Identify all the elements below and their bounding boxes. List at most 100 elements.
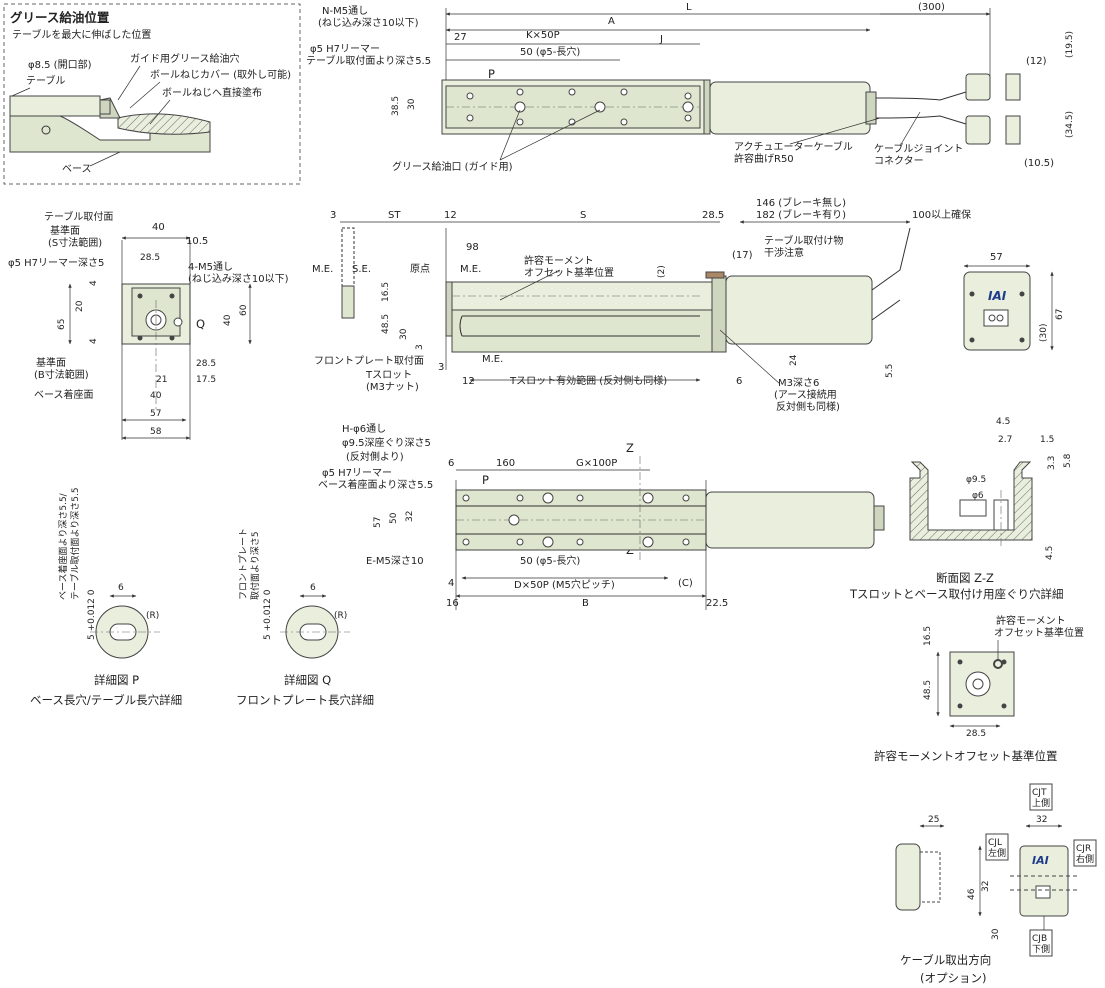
top-dim-slot50: 50 (φ5-長穴) (520, 45, 580, 58)
cjl-box (985, 833, 1009, 861)
side-ME2: M.E. (460, 264, 481, 275)
bottom-dim-16: 16 (446, 598, 459, 609)
side-view: 3 ST 12 S 28.5 146 (ブレーキ無し) 182 (ブレーキ有り)… (312, 196, 971, 413)
end-ref-s-range: (S寸法範囲) (48, 236, 102, 249)
detail-q-note2: 取付面より深さ5 (250, 531, 261, 600)
cjt-box (1029, 783, 1053, 811)
side-SE: S.E. (352, 264, 371, 275)
side-front-plate: フロントプレート取付面 (314, 354, 424, 367)
end-m5-depth: (ねじ込み深さ10以下) (188, 273, 289, 285)
section-zz-graphic (909, 461, 1033, 548)
top-nm5: N-M5通し (322, 5, 368, 17)
side-no-brake: 146 (ブレーキ無し) (756, 196, 846, 209)
detail-p-graphic (90, 594, 160, 659)
side-m3nut: (M3ナット) (366, 381, 419, 393)
top-nm5-depth: (ねじ込み深さ10以下) (318, 17, 419, 29)
top-dim-10-5: (10.5) (1024, 158, 1054, 169)
top-phi5-depth: テーブル取付面より深さ5.5 (306, 54, 431, 67)
top-dim-L: L (686, 2, 692, 13)
cjr-label: CJR (1076, 844, 1091, 854)
side-dim-12b: 12 (462, 376, 475, 387)
cable-dim-30: 30 (991, 928, 1001, 940)
detail-q-graphic (280, 594, 350, 659)
cable-dim-32v: 32 (981, 881, 991, 892)
bottom-opp-side: (反対側より) (346, 450, 404, 463)
side-dim-28-5: 28.5 (702, 210, 724, 221)
detail-p-note1: ベース着座面より深さ5.5/ (57, 492, 69, 600)
end-dim-40v: 40 (223, 314, 233, 326)
side-dim-3b: 3 (415, 344, 425, 350)
grease-ballscrew-cover: ボールねじカバー (取外し可能) (150, 68, 291, 81)
end-dim-40: 40 (152, 222, 165, 233)
top-view: N-M5通し (ねじ込み深さ10以下) φ5 H7リーマー テーブル取付面より深… (306, 2, 1075, 173)
side-dim-ST: ST (388, 210, 401, 221)
bottom-em5: E-M5深さ10 (366, 555, 424, 567)
zz-dim-4-5b: 4.5 (1045, 546, 1055, 560)
detail-q-title1: 詳細図 Q (284, 673, 331, 687)
grease-panel-border (3, 3, 301, 185)
side-m3-opp: 反対側も同様) (776, 400, 840, 413)
end-dim-28-5: 28.5 (140, 253, 160, 263)
detail-q-title2: フロントプレート長穴詳細 (236, 693, 374, 707)
end-dim-65: 65 (57, 319, 67, 330)
end-dim-10-5: 10.5 (186, 236, 208, 247)
bottom-phi5-depth: ベース着座面より深さ5.5 (318, 478, 433, 491)
detail-q-note1: フロントプレート (238, 528, 249, 600)
motor-dim-67: 67 (1055, 309, 1065, 320)
side-ME3: M.E. (482, 354, 503, 365)
top-dim-kx50p: K×50P (526, 30, 560, 41)
detail-p-title1: 詳細図 P (94, 673, 139, 687)
top-actuator-cable: アクチュエーターケーブル (734, 140, 853, 153)
side-dim-6: 6 (736, 376, 742, 387)
zz-dim-1-5: 1.5 (1040, 435, 1054, 445)
end-view: テーブル取付面 基準面 (S寸法範囲) φ5 H7リーマー深さ5 40 10.5… (8, 210, 289, 440)
side-dim-3c: 3 (438, 362, 444, 373)
end-m5: 4-M5通し (188, 261, 233, 273)
side-dim-16-5: 16.5 (381, 282, 391, 302)
end-phi5: φ5 H7リーマー深さ5 (8, 257, 104, 269)
end-view-graphic (68, 236, 252, 440)
top-dim-34-5: (34.5) (1065, 111, 1075, 138)
zz-dim-2-7: 2.7 (998, 435, 1012, 445)
moment-label2: オフセット基準位置 (994, 626, 1084, 639)
side-dim-48-5: 48.5 (381, 314, 391, 334)
bottom-slot50: 50 (φ5-長穴) (520, 554, 580, 567)
detail-p-note2: テーブル取付面より深さ5.5 (69, 487, 81, 600)
side-dim-3: 3 (330, 210, 336, 221)
detail-q-d6: 6 (310, 583, 316, 593)
end-dim-58: 58 (150, 427, 162, 437)
end-ref-s: 基準面 (50, 224, 80, 237)
grease-position-panel: グリース給油位置 テーブルを最大に伸ばした位置 φ8.5 (開口部) ガイド用グ… (3, 3, 301, 185)
top-cable-joint: ケーブルジョイント (874, 142, 963, 155)
cable-dim-46: 46 (967, 888, 977, 900)
end-dim-60: 60 (239, 304, 249, 316)
cable-title2: (オプション) (920, 971, 986, 985)
top-dim-27: 27 (454, 32, 467, 43)
side-tslot: Tスロット (365, 370, 412, 381)
bottom-dim-4: 4 (448, 578, 454, 589)
grease-title: グリース給油位置 (10, 10, 110, 25)
cable-dim-32: 32 (1036, 815, 1047, 825)
side-moment1: 許容モーメント (524, 254, 594, 267)
bottom-h-phi6: H-φ6通し (342, 423, 386, 435)
top-dim-12: (12) (1026, 56, 1047, 67)
bottom-view: H-φ6通し φ9.5深座ぐり深さ5 (反対側より) φ5 H7リーマー ベース… (318, 423, 885, 610)
bottom-dim-C: (C) (678, 578, 693, 589)
cable-dim-25: 25 (928, 815, 939, 825)
side-dim-5-5: 5.5 (885, 364, 895, 378)
side-tslot-range: Tスロット有効範囲 (反対側も同様) (509, 374, 667, 387)
moment-offset-graphic (936, 640, 1015, 728)
side-view-graphic (340, 220, 911, 385)
cjb-label: CJB (1032, 934, 1047, 944)
end-dim-20: 20 (75, 300, 85, 312)
cable-title1: ケーブル取出方向 (900, 953, 991, 967)
end-table-mount: テーブル取付面 (44, 210, 113, 223)
side-m3-earth: (アース接続用 (774, 388, 837, 401)
detail-p-tol: 5 +0.012 0 (87, 589, 97, 640)
top-dim-J: J (659, 34, 663, 45)
top-dim-A: A (608, 16, 615, 27)
grease-phi-open: φ8.5 (開口部) (28, 58, 92, 71)
bottom-dim-B: B (582, 598, 589, 609)
grease-base-label: ベース (62, 163, 92, 175)
bottom-dim-57: 57 (373, 517, 383, 528)
